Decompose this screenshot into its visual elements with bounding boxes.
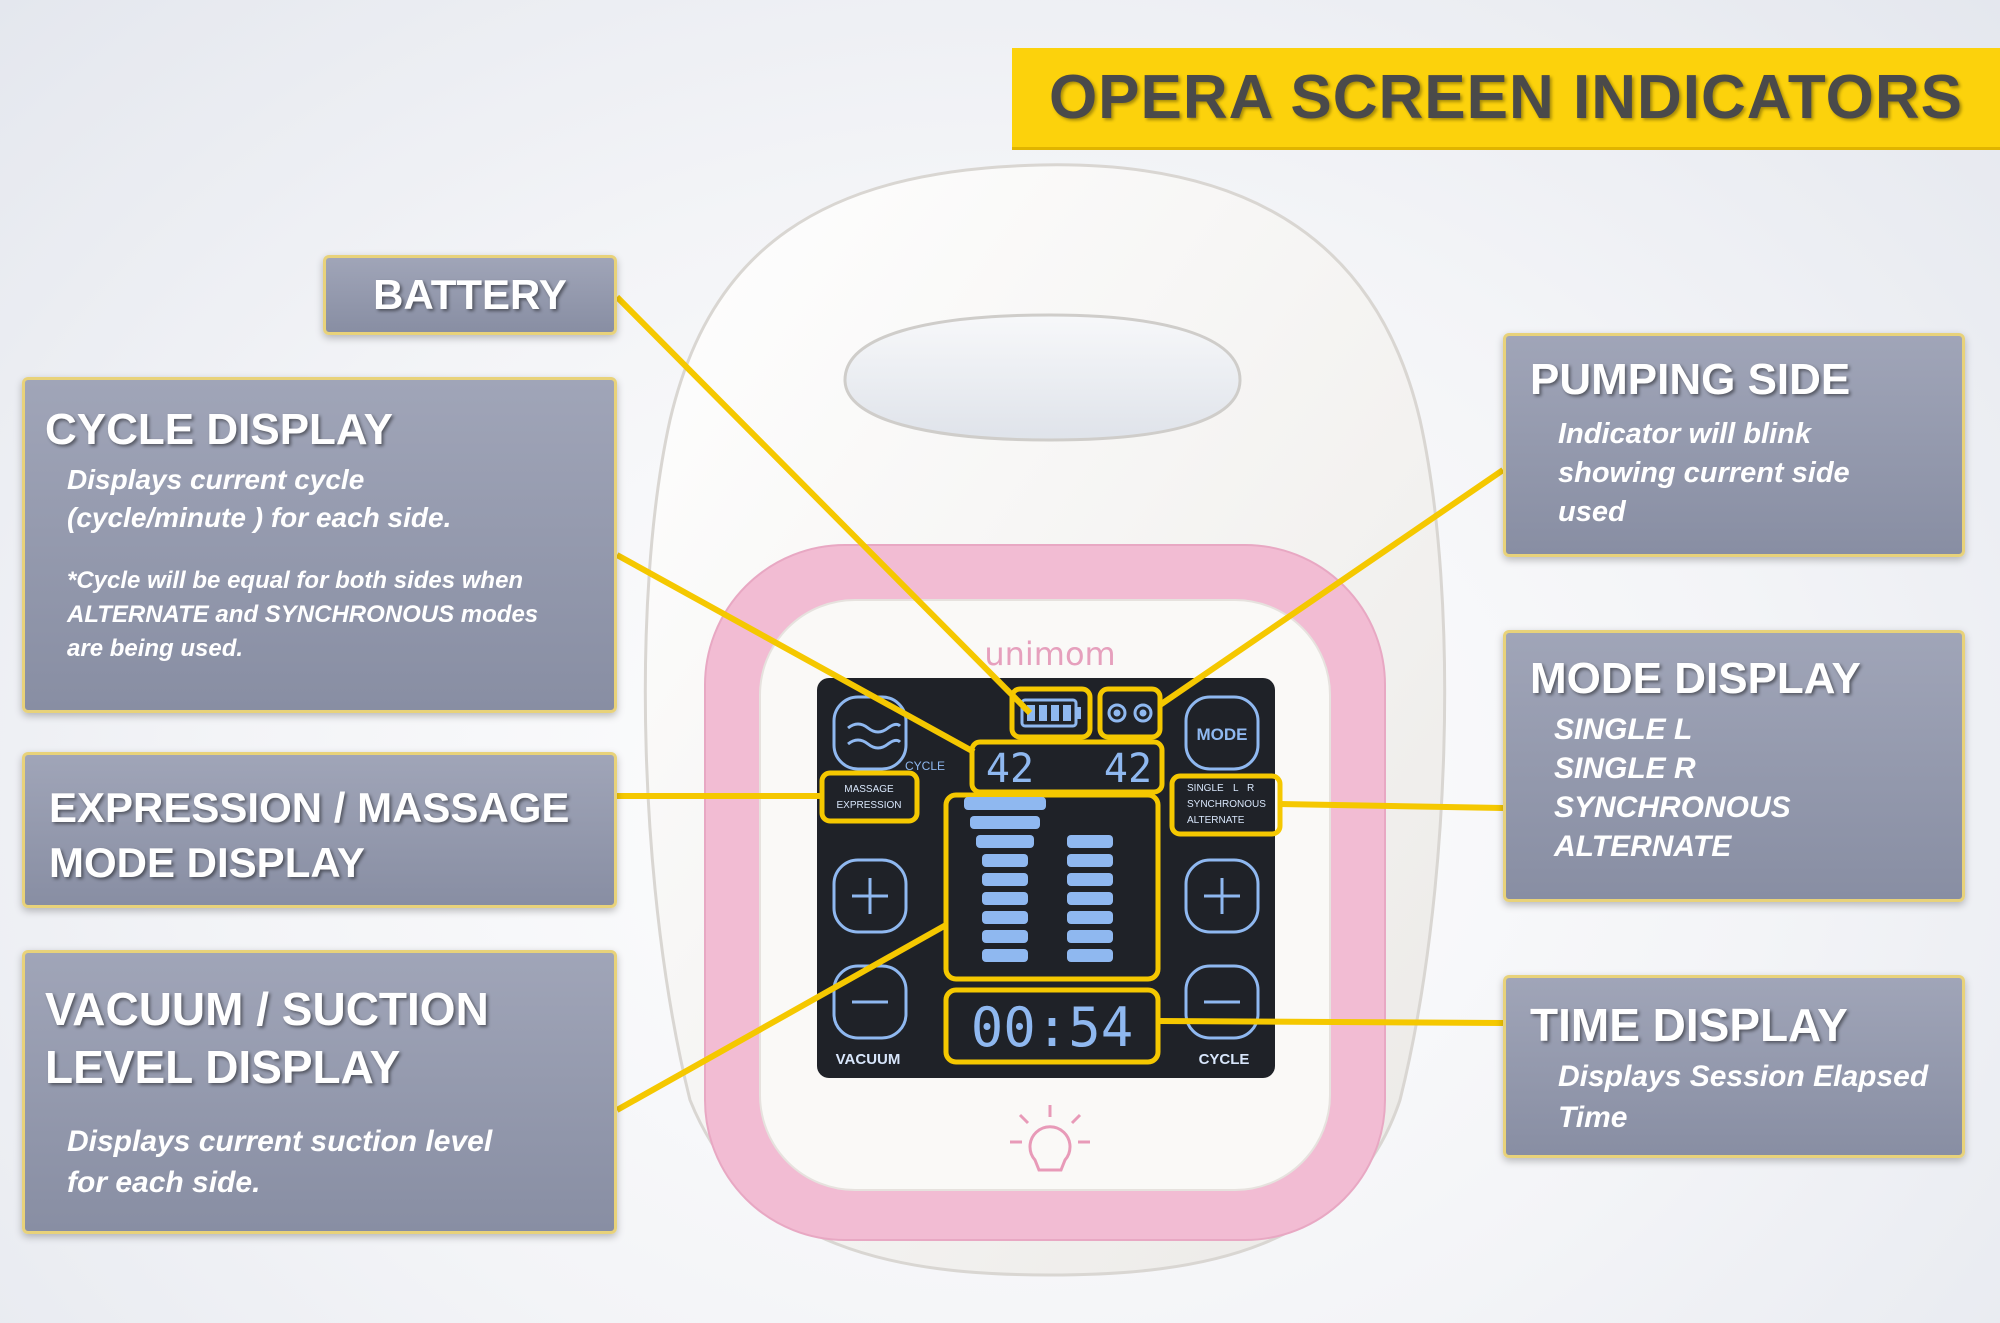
cycle-right-value: 42 xyxy=(1104,746,1152,792)
mode-item: SINGLE R xyxy=(1554,751,1696,785)
lcd-massage-label: MASSAGE xyxy=(844,784,894,795)
time-display-description: Displays Session Elapsed Time xyxy=(1558,1060,1929,1134)
light-bulb-icon[interactable] xyxy=(1010,1105,1090,1172)
page-title: OPERA SCREEN INDICATORS xyxy=(1048,63,1964,132)
pumping-side-description: Indicator will blink showing current sid… xyxy=(1558,417,1850,529)
suction-bar xyxy=(1067,835,1113,848)
leader-battery xyxy=(614,294,1033,716)
vacuum-plus-icon[interactable] xyxy=(832,858,908,934)
lcd-mode-alternate: ALTERNATE xyxy=(1187,815,1245,826)
suction-bar xyxy=(1067,930,1113,943)
battery-icon xyxy=(1020,698,1081,728)
battery-heading: BATTERY xyxy=(373,270,567,318)
mode-item: SINGLE L xyxy=(1554,712,1693,746)
cycle-display-description: Displays current cycle (cycle/minute ) f… xyxy=(67,463,452,533)
lcd-cycle-button-label: CYCLE xyxy=(1199,1051,1250,1068)
brand-logo: unimom xyxy=(984,635,1115,673)
leader-pumping-side xyxy=(1158,467,1505,708)
cycle-plus-icon[interactable] xyxy=(1184,858,1260,934)
expression-massage-heading: EXPRESSION / MASSAGE MODE DISPLAY xyxy=(49,784,570,886)
suction-bar xyxy=(982,949,1028,962)
mode-button-label: MODE xyxy=(1197,725,1248,744)
suction-bar xyxy=(1067,949,1113,962)
battery-segment xyxy=(1027,705,1035,721)
suction-level-bars xyxy=(964,797,1113,962)
leader-lines xyxy=(614,294,1505,1113)
mode-display-heading: MODE DISPLAY xyxy=(1530,654,1861,703)
suction-bar xyxy=(1067,873,1113,886)
suction-bar xyxy=(982,911,1028,924)
suction-bar xyxy=(964,797,1046,810)
cycle-display-highlight xyxy=(969,739,1165,795)
lcd-mode-single: SINGLE xyxy=(1187,783,1224,794)
pumping-side-highlight xyxy=(1097,686,1163,740)
suction-bar xyxy=(982,930,1028,943)
suction-bar xyxy=(1067,892,1113,905)
leader-mode xyxy=(1279,801,1504,811)
lcd-vacuum-label: VACUUM xyxy=(836,1051,901,1068)
time-display-heading: TIME DISPLAY xyxy=(1530,999,1848,1051)
leader-cycle xyxy=(615,552,976,755)
battery-segment xyxy=(1051,705,1059,721)
leader-vacuum xyxy=(615,922,948,1113)
vacuum-heading: VACUUM / SUCTION LEVEL DISPLAY xyxy=(45,983,489,1093)
suction-level-highlight xyxy=(943,792,1161,982)
title-banner: OPERA SCREEN INDICATORS xyxy=(1012,48,2000,150)
pumping-side-callout: PUMPING SIDE Indicator will blink showin… xyxy=(1503,333,1965,557)
battery-highlight xyxy=(1009,686,1093,740)
lcd-cycle-label: CYCLE xyxy=(905,759,945,773)
suction-bar xyxy=(970,816,1040,829)
lcd-mode-l: L xyxy=(1233,783,1239,794)
pumping-side-icon xyxy=(1107,703,1153,723)
suction-bar xyxy=(976,835,1034,848)
handle-opening xyxy=(843,313,1242,442)
time-value: 00:54 xyxy=(971,996,1134,1059)
battery-callout: BATTERY xyxy=(323,255,617,335)
cycle-minus-icon[interactable] xyxy=(1184,964,1260,1040)
leader-time xyxy=(1157,1018,1504,1026)
pumping-side-heading: PUMPING SIDE xyxy=(1530,355,1851,404)
expression-massage-callout: EXPRESSION / MASSAGE MODE DISPLAY xyxy=(22,752,617,908)
battery-segment xyxy=(1039,705,1047,721)
vacuum-description: Displays current suction level for each … xyxy=(67,1125,493,1199)
mode-button[interactable] xyxy=(1184,695,1260,771)
cycle-display-callout: CYCLE DISPLAY Displays current cycle (cy… xyxy=(22,377,617,713)
suction-bar xyxy=(982,854,1028,867)
suction-bar xyxy=(1067,911,1113,924)
mode-item: ALTERNATE xyxy=(1554,829,1732,863)
lcd-mode-synchronous: SYNCHRONOUS xyxy=(1187,799,1266,810)
vacuum-callout: VACUUM / SUCTION LEVEL DISPLAY Displays … xyxy=(22,950,617,1234)
suction-bar xyxy=(982,892,1028,905)
time-display-callout: TIME DISPLAY Displays Session Elapsed Ti… xyxy=(1503,975,1965,1158)
suction-bar xyxy=(1067,854,1113,867)
mode-item: SYNCHRONOUS xyxy=(1554,790,1791,824)
mode-display-callout: MODE DISPLAY SINGLE L SINGLE R SYNCHRONO… xyxy=(1503,630,1965,902)
time-display-highlight xyxy=(943,987,1161,1065)
cycle-display-heading: CYCLE DISPLAY xyxy=(45,405,394,454)
battery-segment xyxy=(1063,705,1071,721)
mode-display-items: SINGLE L SINGLE R SYNCHRONOUS ALTERNATE xyxy=(1554,710,1938,866)
lcd-expression-label: EXPRESSION xyxy=(836,800,901,811)
suction-bar xyxy=(982,873,1028,886)
lcd-mode-r: R xyxy=(1247,783,1254,794)
cycle-display-note: *Cycle will be equal for both sides when… xyxy=(67,567,539,662)
cycle-left-value: 42 xyxy=(986,746,1034,792)
